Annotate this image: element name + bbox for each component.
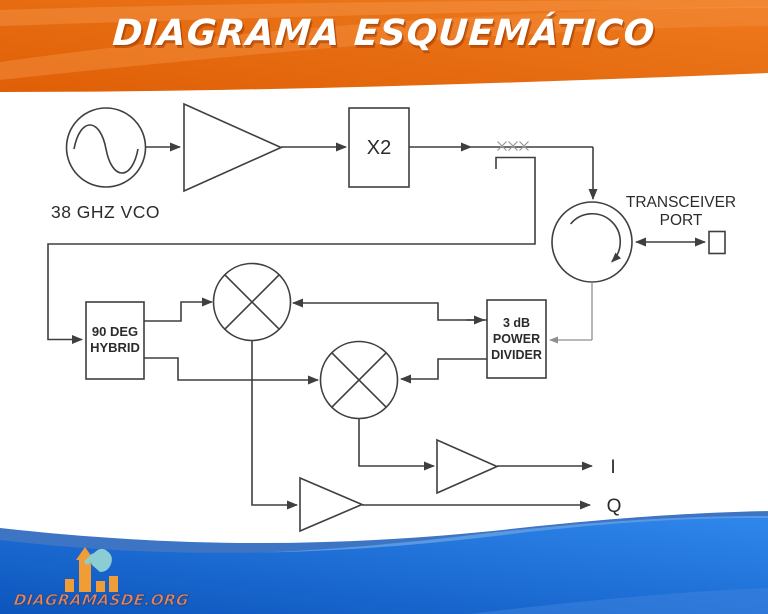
circulator-rotation-arrow — [569, 212, 622, 263]
bar-chart-icon — [65, 547, 118, 592]
wave-main — [0, 518, 768, 614]
divider-label-line1: 3 dB — [503, 316, 530, 330]
divider-label-line3: DIVIDER — [491, 348, 542, 362]
divider-label-line2: POWER — [493, 332, 540, 346]
transceiver-port-label-line1: TRANSCEIVER — [626, 194, 736, 211]
output-q-label: Q — [607, 496, 622, 517]
brand-wordmark: DIAGRAMASDE.ORG — [12, 591, 191, 610]
rf-amplifier-icon — [183, 102, 283, 193]
wire-hybrid-to-mixer1 — [144, 297, 213, 322]
hybrid-label-line1: 90 DEG — [92, 324, 138, 339]
header-banner — [0, 0, 768, 100]
if-amplifier-i-icon — [436, 438, 499, 495]
wire-coupled-to-hybrid — [47, 156, 536, 344]
pointing-finger-icon — [84, 553, 96, 565]
header-swoosh-light — [0, 6, 768, 80]
hybrid-label-line2: HYBRID — [90, 340, 140, 355]
header-bottom-curve — [0, 73, 768, 100]
vco-oscillator-icon — [65, 107, 147, 188]
header-swoosh-top — [0, 0, 768, 26]
wire-divider-to-mixer1 — [292, 298, 487, 321]
multiplier-label: X2 — [367, 137, 391, 159]
wave-corner-sliver — [470, 588, 768, 614]
power-divider-block — [486, 299, 547, 379]
hybrid-block — [85, 301, 145, 380]
if-amplifier-q-icon — [299, 476, 365, 533]
wire-mixer1-to-ampQ — [251, 341, 298, 510]
circulator-icon — [551, 201, 633, 283]
antenna-port-icon — [708, 230, 726, 255]
sine-wave-icon — [73, 124, 139, 174]
wire-hybrid-to-mixer2 — [144, 357, 319, 385]
mixer2-icon — [319, 340, 399, 420]
output-i-label: I — [610, 457, 615, 478]
vco-label: 38 GHZ VCO — [51, 202, 160, 222]
footer-wave — [0, 511, 768, 614]
wire-mixer2-to-ampI — [358, 418, 435, 471]
mixer1-icon — [212, 262, 292, 342]
coupler-icon — [497, 141, 529, 151]
vco-circle — [65, 107, 147, 188]
pointing-hand-icon — [90, 548, 112, 572]
transceiver-port-label-line2: PORT — [660, 212, 703, 229]
wire-divider-to-mixer2 — [400, 358, 487, 384]
brand-logo — [65, 547, 118, 592]
